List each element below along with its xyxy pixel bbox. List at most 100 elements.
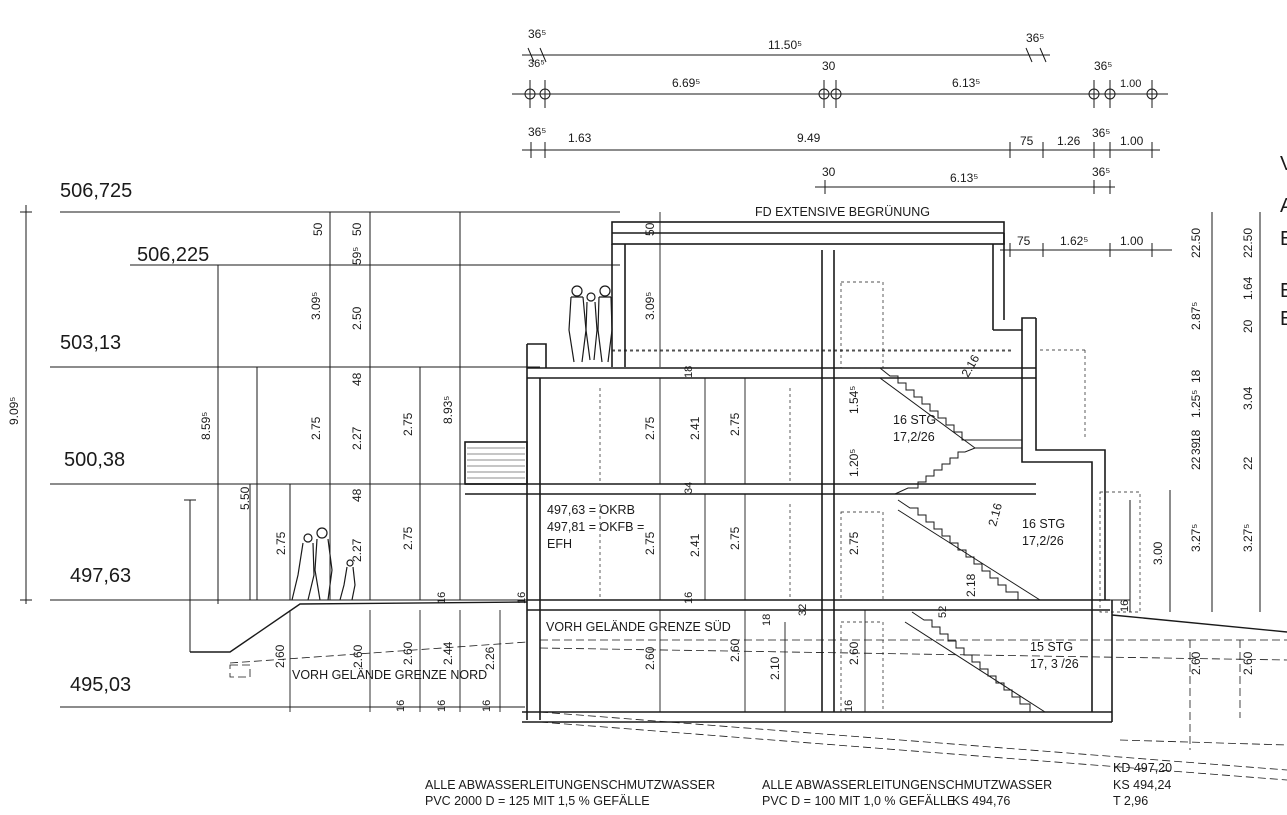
dim-right-1-64: 1.64 [1241,276,1255,300]
terrain-lines [190,601,1287,653]
dim-r5-75: 75 [1017,234,1031,248]
dim-r3-1-26: 1.26 [1057,134,1081,148]
dim-left-9-09: 9.09⁵ [7,397,21,425]
dim-int-2-18: 2.18 [964,573,978,597]
dim-left-5-50: 5.50 [238,486,252,510]
dim-int-2-75-a: 2.75 [643,416,657,440]
left-vertical-dim-lines [20,205,461,652]
dim-right-2-87: 2.87⁵ [1189,302,1203,330]
dim-r3-75: 75 [1020,134,1034,148]
dim-int-16-f: 16 [436,700,448,712]
dim-right-3-27-a: 3.27⁵ [1189,524,1203,552]
dim-right-22-a: 22 [1189,456,1203,470]
dim-right-39: 39 [1189,441,1203,455]
dim-int-16-e: 16 [395,700,407,712]
dim-top-36-a: 36⁵ [528,27,546,41]
edge-glyph-1: V [1280,153,1287,175]
dim-r4-6-13: 6.13⁵ [950,171,978,185]
level-495-03: 495,03 [70,674,131,696]
stair-2-ratio: 17,2/26 [1022,534,1064,548]
dim-right-18-a: 18 [1189,369,1203,383]
stair-3-count: 15 STG [1030,640,1073,654]
staircase-middle [897,499,1048,601]
dim-int-2-60-c: 2.60 [847,641,861,665]
dim-base-2-26: 2.26 [483,646,497,670]
note-middle-line-1: ALLE ABWASSERLEITUNGENSCHMUTZWASSER [762,778,1052,792]
dim-base-2-60-b: 2.60 [351,644,365,668]
dim-int-50: 50 [643,222,657,236]
terrain-dashed [229,639,1287,781]
stair-3-ratio: 17, 3 /26 [1030,657,1079,671]
dim-r2-30: 30 [822,59,836,73]
dim-left-2-50: 2.50 [350,306,364,330]
dim-r2-6-69: 6.69⁵ [672,76,700,90]
balcony-grating [467,447,525,479]
dim-r3-36: 36⁵ [528,125,546,139]
dim-r3-9-49: 9.49 [797,131,821,145]
dim-right-22-50-b: 22.50 [1241,228,1255,258]
dim-r3-1-00: 1.00 [1120,134,1144,148]
dim-int-2-60-a: 2.60 [643,646,657,670]
dim-r2-1-00: 1.00 [1120,78,1141,90]
level-506-225: 506,225 [137,244,209,266]
staircase-lower [904,611,1048,713]
dim-r2-6-13: 6.13⁵ [952,76,980,90]
dim-int-2-60-b: 2.60 [728,638,742,662]
dim-right-2-60-b: 2.60 [1241,651,1255,675]
stair-1-count: 16 STG [893,413,936,427]
dim-int-16-d: 16 [1119,600,1131,612]
floor-note-okrb: 497,63 = OKRB [547,503,635,517]
dim-int-2-41-a: 2.41 [688,416,702,440]
dim-right-1-25: 1.25⁵ [1189,390,1203,418]
dim-int-16: 16 [683,592,695,604]
edge-glyph-5: E [1280,308,1287,330]
dim-right-18-b: 18 [1189,429,1203,443]
roof-label: FD EXTENSIVE BEGRÜNUNG [755,205,930,219]
dim-int-2-41-b: 2.41 [688,533,702,557]
stair-2-count: 16 STG [1022,517,1065,531]
note-right-kd: KD 497,20 [1113,761,1172,775]
dim-left-2-75-d: 2.75 [401,526,415,550]
note-left-line-1: ALLE ABWASSERLEITUNGENSCHMUTZWASSER [425,778,715,792]
dim-right-22-50-a: 22.50 [1189,228,1203,258]
dim-int-18-b: 18 [761,614,773,626]
note-right-t: T 2,96 [1113,794,1148,808]
dim-int-2-16-a: 2.16 [958,352,982,380]
dim-int-1-20: 1.20⁵ [847,449,861,477]
dim-int-2-75-c: 2.75 [643,531,657,555]
edge-glyph-3: E [1280,228,1287,250]
dim-left-2-75-c: 2.75 [401,412,415,436]
dim-left-2-27-a: 2.27 [350,426,364,450]
dim-r2-36-b: 36⁵ [1094,59,1112,73]
dim-int-3-09: 3.09⁵ [643,292,657,320]
dim-left-50-a: 50 [311,222,325,236]
terrain-label-south: VORH GELÄNDE GRENZE SÜD [546,620,731,634]
dim-left-48-b: 48 [350,488,364,502]
interior-dim-lines [659,212,866,712]
level-506-725: 506,725 [60,180,132,202]
dim-top-36-b: 36⁵ [1026,31,1044,45]
top-dimension-lines [512,47,1172,257]
dim-base-2-60-a: 2.60 [273,644,287,668]
floor-note-efh: EFH [547,537,572,551]
dim-right-20: 20 [1241,319,1255,333]
dim-int-16-g: 16 [481,700,493,712]
terrain-label-north: VORH GELÄNDE GRENZE NORD [292,668,487,682]
note-middle-line-2: PVC D = 100 MIT 1,0 % GEFÄLLE [762,794,955,808]
dim-right-2-60-a: 2.60 [1189,651,1203,675]
dim-r2-36-a: 36⁵ [528,58,545,70]
dim-int-32: 32 [797,604,809,616]
people-silhouette-terrace [568,285,613,363]
dim-int-18: 18 [683,366,695,378]
dim-int-2-75-e: 2.75 [847,531,861,555]
dim-int-34: 34 [683,482,695,494]
dim-right-22-b: 22 [1241,456,1255,470]
note-middle-ks: KS 494,76 [952,794,1010,808]
dim-int-16-b: 16 [436,592,448,604]
floor-note-okfb: 497,81 = OKFB = [547,520,644,534]
dim-int-2-16-b: 2.16 [985,501,1005,527]
right-vertical-dim-lines [1129,212,1261,612]
dim-left-50-b: 50 [350,222,364,236]
level-503-13: 503,13 [60,332,121,354]
